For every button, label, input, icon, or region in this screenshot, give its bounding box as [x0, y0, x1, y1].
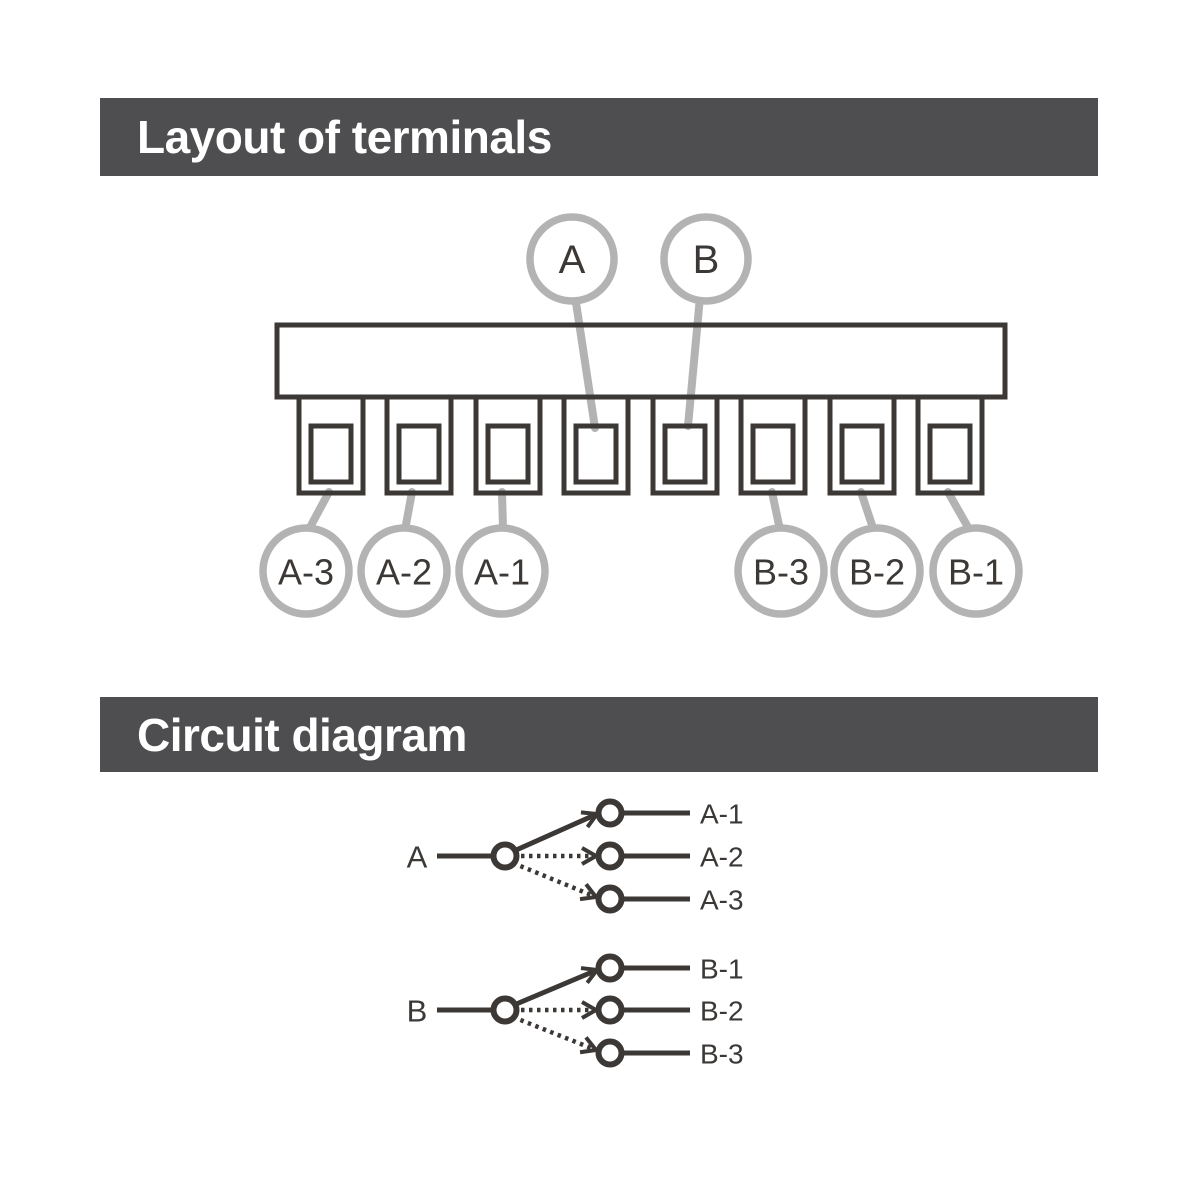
terminal-pin	[573, 423, 619, 485]
callout-circle-a2	[357, 524, 451, 618]
pole-node-a	[490, 841, 520, 871]
callout-label-a1: A-1	[474, 552, 530, 593]
contact-label-b1: B-1	[700, 954, 744, 985]
terminal-pin	[308, 423, 354, 485]
callout-circle-a3	[259, 524, 353, 618]
callout-circle-b2	[830, 524, 924, 618]
contact-node-b2	[595, 995, 625, 1025]
terminal-pin	[750, 423, 796, 485]
terminal-pin	[485, 423, 531, 485]
callout-label-a2: A-2	[376, 552, 432, 593]
terminal-pin	[662, 423, 708, 485]
terminal-pin	[927, 423, 973, 485]
contact-node-b1	[595, 953, 625, 983]
callout-label-b1: B-1	[948, 552, 1004, 593]
terminals-section-header: Layout of terminals	[100, 98, 1098, 176]
callout-circle-b	[660, 213, 752, 305]
contact-label-a3: A-3	[700, 885, 744, 916]
contact-node-a3	[595, 884, 625, 914]
circuit-diagram: A A-1 A-2 A-3 B	[407, 798, 744, 1070]
circuit-switch-b: B B-1 B-2 B-3	[407, 953, 744, 1070]
callout-label-b: B	[693, 238, 720, 282]
connector-body	[274, 322, 1008, 400]
leader-a1	[498, 488, 507, 533]
branch-dotted	[512, 1014, 600, 1055]
terminal-layout-diagram: A B A-3 A-2 A-1 B-3 B-2 B-1	[259, 213, 1023, 618]
circuit-section-title: Circuit diagram	[137, 708, 467, 761]
circuit-source-label-b: B	[407, 994, 428, 1029]
leader-b2	[857, 488, 877, 532]
callout-circle-b3	[734, 524, 828, 618]
terminals-section-title: Layout of terminals	[137, 111, 552, 163]
contact-label-a2: A-2	[700, 842, 744, 873]
callout-circle-b1	[929, 524, 1023, 618]
callout-label-b3: B-3	[753, 552, 809, 593]
contact-label-a1: A-1	[700, 799, 744, 830]
circuit-switch-a: A A-1 A-2 A-3	[407, 798, 744, 916]
contact-node-b3	[595, 1038, 625, 1068]
circuit-section-header: Circuit diagram	[100, 697, 1098, 772]
leader-a3	[304, 488, 333, 535]
contact-label-b2: B-2	[700, 996, 744, 1027]
callout-circle-a	[526, 213, 618, 305]
callout-label-a: A	[559, 238, 586, 282]
branch-dotted	[512, 860, 600, 902]
leader-b1	[944, 488, 973, 533]
leader-b	[684, 293, 704, 430]
branch-solid	[512, 810, 601, 854]
callout-label-b2: B-2	[849, 552, 905, 593]
pole-node-b	[490, 995, 520, 1025]
contact-node-a1	[595, 798, 625, 828]
leader-a2	[401, 488, 416, 534]
leader-a	[571, 292, 599, 432]
leader-b3	[768, 488, 784, 534]
terminal-pin	[839, 423, 885, 485]
circuit-source-label-a: A	[407, 840, 428, 875]
callout-circle-a1	[455, 524, 549, 618]
contact-node-a2	[595, 841, 625, 871]
branch-solid	[513, 966, 601, 1008]
terminal-pin	[396, 423, 442, 485]
contact-label-b3: B-3	[700, 1039, 744, 1070]
callout-label-a3: A-3	[278, 552, 334, 593]
